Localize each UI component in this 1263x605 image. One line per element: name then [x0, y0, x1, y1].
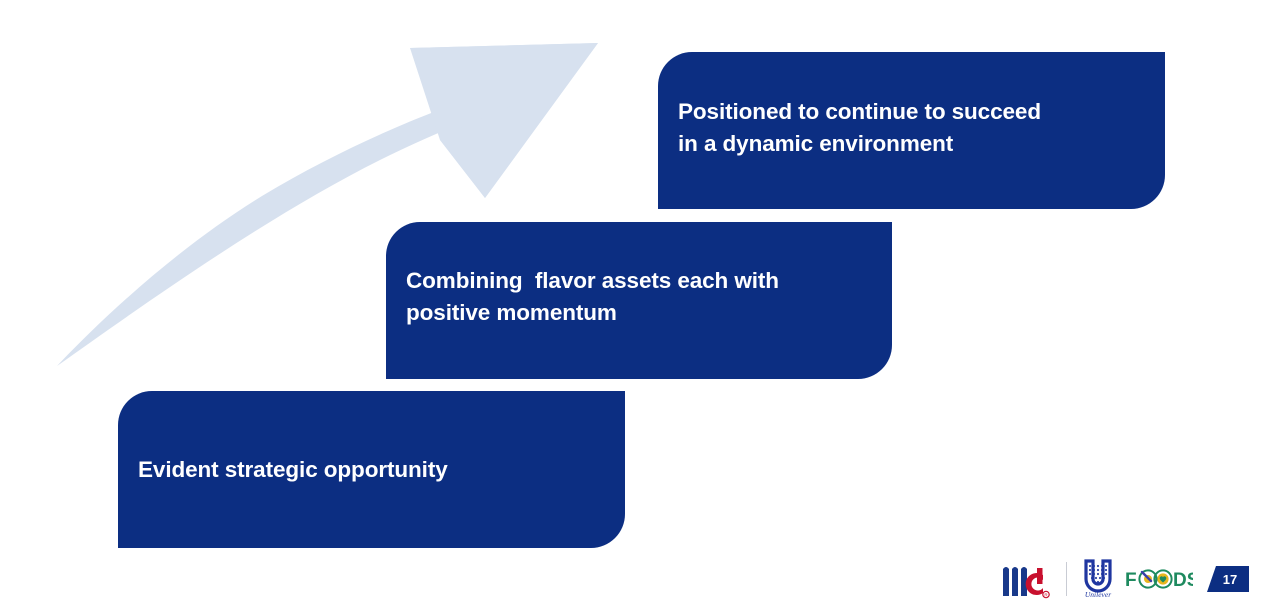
foods-logo: F DS — [1125, 566, 1193, 592]
footer-logo-group: R — [1002, 556, 1263, 602]
mccormick-logo-mark: R — [1003, 567, 1050, 599]
page-number-label: 17 — [1222, 571, 1238, 587]
callout-top-line-2: in a dynamic environment — [678, 130, 954, 156]
unilever-logo-mark: Unilever — [1084, 559, 1112, 599]
callout-card-bottom[interactable]: Evident strategic opportunity — [118, 391, 625, 548]
svg-text:F: F — [1125, 570, 1137, 591]
footer-divider — [1066, 562, 1067, 596]
svg-text:R: R — [1044, 593, 1048, 598]
page-badge-shape — [1207, 566, 1249, 592]
callout-card-top[interactable]: Positioned to continue to succeed in a d… — [658, 52, 1165, 209]
unilever-logo: Unilever — [1081, 559, 1115, 599]
callout-middle-line-1: Combining flavor assets each with — [406, 267, 779, 293]
foods-logo-mark: F DS — [1125, 569, 1193, 591]
mccormick-logo: R — [1002, 559, 1052, 599]
callout-middle-text: Combining flavor assets each with positi… — [406, 265, 892, 329]
callout-top-text: Positioned to continue to succeed in a d… — [678, 96, 1165, 160]
page-number-badge: 17 — [1207, 566, 1249, 592]
svg-text:DS: DS — [1173, 570, 1193, 591]
callout-top-line-1: Positioned to continue to succeed — [678, 98, 1041, 124]
unilever-logo-wordmark: Unilever — [1085, 590, 1111, 599]
callout-card-middle[interactable]: Combining flavor assets each with positi… — [386, 222, 892, 379]
callout-bottom-line-1: Evident strategic opportunity — [138, 456, 448, 482]
callout-bottom-text: Evident strategic opportunity — [138, 454, 625, 486]
callout-middle-line-2: positive momentum — [406, 299, 617, 325]
slide-footer: R — [0, 553, 1263, 605]
